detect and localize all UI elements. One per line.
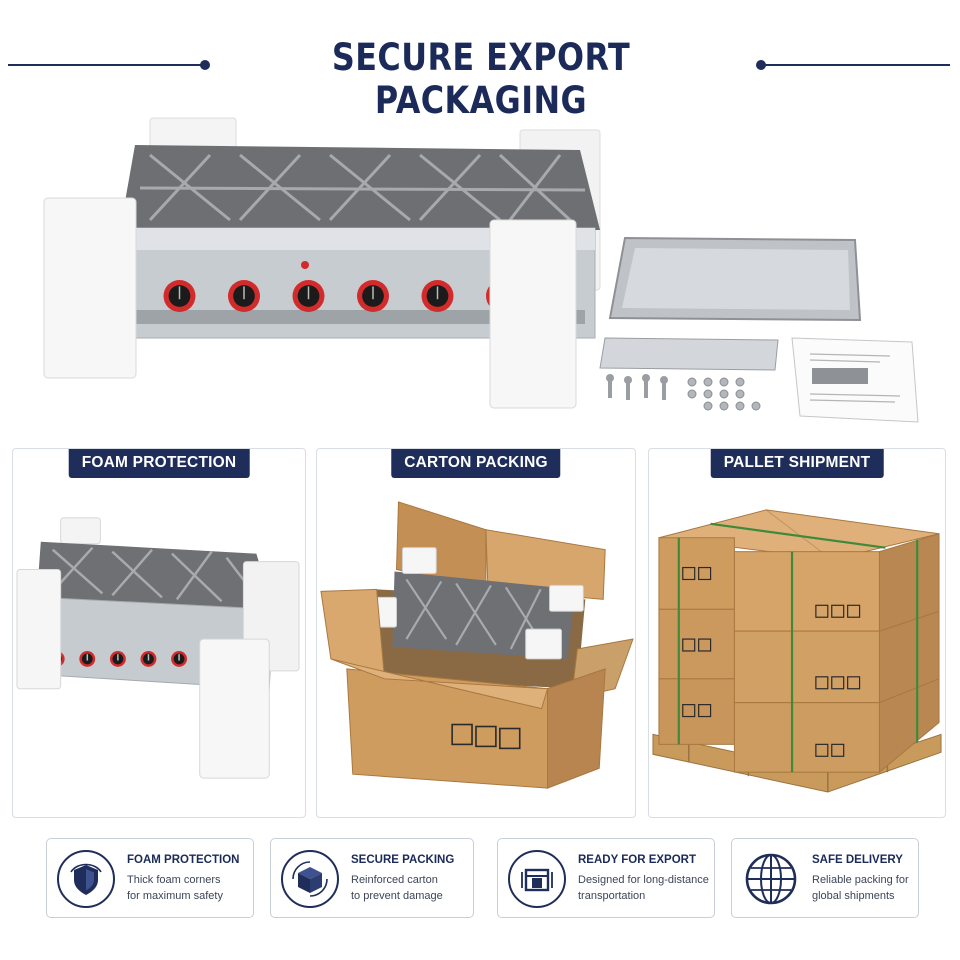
title-rule-dot-right (756, 60, 766, 70)
foam-corner-front-left (43, 197, 137, 379)
feature-safe-delivery: SAFE DELIVERY Reliable packing for globa… (731, 838, 919, 918)
grate-lines (139, 153, 586, 222)
feature-ready-for-export: READY FOR EXPORT Designed for long-dista… (497, 838, 715, 918)
panel-label: PALLET SHIPMENT (710, 449, 884, 478)
globe-icon (742, 850, 800, 908)
feature-desc-line: to prevent damage (351, 890, 443, 902)
feature-title: FOAM PROTECTION (127, 854, 240, 866)
panel-label: FOAM PROTECTION (68, 449, 250, 478)
feature-description: Reinforced carton to prevent damage (351, 872, 475, 904)
feature-secure-packing: SECURE PACKING Reinforced carton to prev… (270, 838, 474, 918)
feature-foam-protection: FOAM PROTECTION Thick foam corners for m… (46, 838, 254, 918)
export-icon (508, 850, 566, 908)
hero-illustration (43, 117, 919, 423)
feature-desc-line: for maximum safety (127, 890, 223, 902)
foam-corner-front-right (489, 219, 577, 409)
feature-description: Reliable packing for global shipments (812, 872, 936, 904)
control-panel-top (125, 228, 595, 250)
feature-desc-line: Reliable packing for (812, 874, 909, 886)
feature-title: READY FOR EXPORT (578, 854, 696, 866)
feature-description: Thick foam corners for maximum safety (127, 872, 251, 904)
feature-title: SAFE DELIVERY (812, 854, 903, 866)
pilot-indicator (301, 261, 309, 269)
feature-desc-line: global shipments (812, 890, 895, 902)
carton-packing-illustration (320, 501, 634, 789)
nuts-and-washers (687, 377, 761, 411)
instruction-manual (791, 337, 919, 423)
title-rule-dot-left (200, 60, 210, 70)
feature-desc-line: Thick foam corners (127, 874, 221, 886)
panel1-grates (36, 541, 274, 610)
control-panel-rail (135, 310, 585, 324)
panel-pallet-shipment: PALLET SHIPMENT (648, 448, 946, 818)
feature-desc-line: Reinforced carton (351, 874, 438, 886)
feature-description: Designed for long-distance transportatio… (578, 872, 712, 904)
hero-product-image (40, 110, 920, 430)
panel-label: CARTON PACKING (391, 449, 561, 478)
foam-protected-product-illustration (16, 517, 300, 779)
feature-desc-line: transportation (578, 890, 646, 902)
pallet-shipment-illustration (652, 509, 942, 793)
page-title: SECURE EXPORT PACKAGING (331, 36, 631, 122)
title-rule-right (762, 64, 950, 66)
panel-foam-protection: FOAM PROTECTION (12, 448, 306, 818)
feature-desc-line: Designed for long-distance (578, 874, 709, 886)
title-rule-left (8, 64, 204, 66)
feature-title: SECURE PACKING (351, 854, 455, 866)
title-row: SECURE EXPORT PACKAGING (0, 34, 960, 122)
box-icon (281, 850, 339, 908)
screws-and-bolts (606, 374, 668, 400)
panel-carton-packing: CARTON PACKING (316, 448, 636, 818)
steel-bracket (599, 337, 779, 371)
shield-icon (57, 850, 115, 908)
drip-tray (608, 236, 862, 322)
